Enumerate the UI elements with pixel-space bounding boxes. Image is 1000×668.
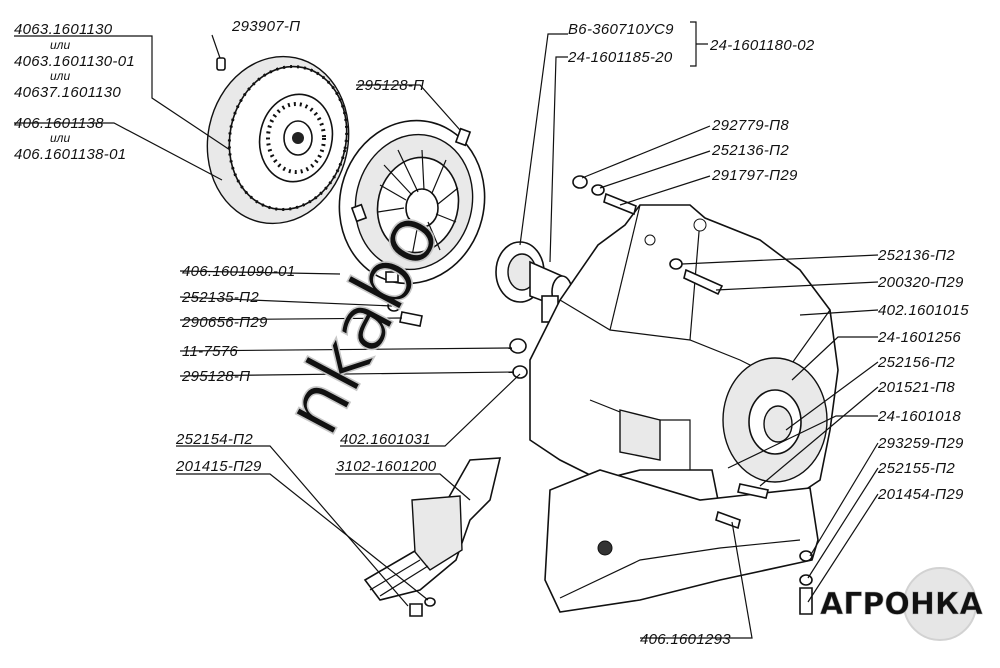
label-nut-2: 293259-П29 (877, 435, 964, 452)
label-washer-1: 252136-П2 (711, 142, 789, 159)
label-washer-6: 252154-П2 (175, 431, 253, 448)
label-bolt-4: 290656-П29 (181, 314, 268, 331)
svg-text:nkabo: nkabo (267, 196, 458, 449)
label-pressure-plate: 406.1601090-01 (182, 263, 295, 280)
label-bearing: В6-360710УС9 (568, 21, 674, 38)
diagonal-watermark: nkabo (267, 195, 460, 449)
label-pin-2: 24-1601018 (877, 408, 961, 425)
label-or-1: или (50, 38, 70, 52)
label-pressure-plate-bolt: 295128-П (355, 77, 424, 94)
label-disc-primary: 4063.1601130 (14, 21, 113, 38)
label-damper-primary: 406.1601138 (14, 115, 104, 132)
label-nut-1: 292779-П8 (711, 117, 789, 134)
label-bolt-1: 200320-П29 (877, 274, 964, 291)
label-washer-3: 252156-П2 (877, 354, 955, 371)
label-release-fork: 3102-1601200 (336, 458, 437, 475)
label-bolt-5: 295128-П (181, 368, 250, 385)
label-washer-2: 252136-П2 (877, 247, 955, 264)
release-fork (363, 457, 502, 601)
label-washer-5: 252135-П2 (181, 289, 259, 306)
label-fork-boot: 402.1601031 (340, 431, 431, 448)
label-stud-1: 291797-П29 (711, 167, 798, 184)
part-labels: 4063.1601130 или 4063.1601130-01 или 406… (14, 18, 969, 648)
label-bolt-2: 201521-П8 (877, 379, 955, 396)
label-disc-alt-2: 40637.1601130 (14, 84, 121, 101)
label-housing: 402.1601015 (878, 302, 969, 319)
label-damper-alt: 406.1601138-01 (14, 146, 126, 163)
label-bearing-sleeve: 24-1601185-20 (567, 49, 673, 66)
label-disc-alt-1: 4063.1601130-01 (14, 53, 135, 70)
clutch-disc (206, 55, 350, 225)
label-or-2: или (50, 69, 70, 83)
leader-lines (14, 21, 879, 639)
pressure-plate (338, 119, 486, 285)
label-washer-4: 252155-П2 (877, 460, 955, 477)
bottom-cover (544, 469, 819, 613)
svg-text:АГРОНКА: АГРОНКА (820, 587, 983, 622)
label-bolt-6: 201415-П29 (175, 458, 262, 475)
label-release-assembly: 24-1601180-02 (709, 37, 815, 54)
clutch-housing (529, 204, 839, 511)
label-or-3: или (50, 131, 70, 145)
label-bolt-3: 201454-П29 (877, 486, 964, 503)
label-cover-plate: 24-1601256 (877, 329, 961, 346)
pin-part (216, 57, 226, 71)
label-pin: 293907-П (231, 18, 300, 35)
label-plug: 11-7576 (182, 343, 238, 360)
agronka-logo: АГРОНКА (820, 567, 984, 641)
label-dowel: 406.1601293 (640, 631, 731, 648)
